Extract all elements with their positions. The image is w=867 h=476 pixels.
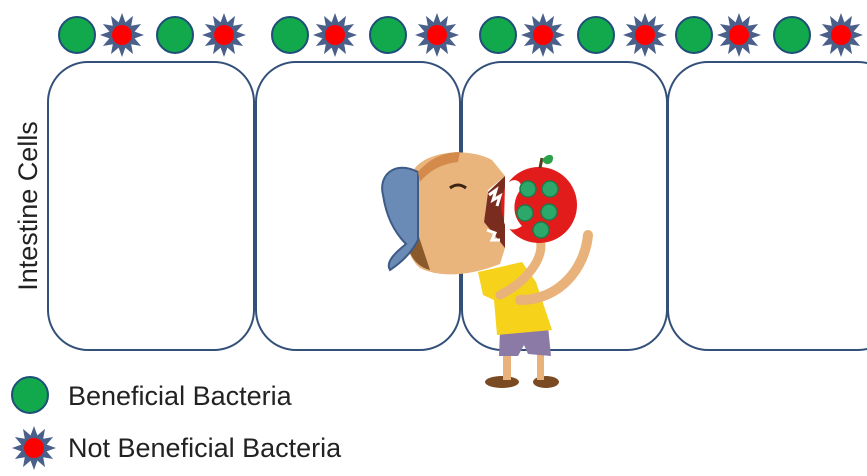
intestine-cells-label: Intestine Cells [13,121,43,291]
beneficial-bacteria-icon [370,17,406,53]
not-beneficial-bacteria-icon [415,13,459,57]
not-beneficial-bacteria-icon [623,13,667,57]
legend-not-beneficial-icon [12,426,56,470]
apple-dot [541,204,557,220]
apple-dot [542,181,558,197]
not-beneficial-bacteria-icon [12,426,56,470]
beneficial-bacteria-icon [157,17,193,53]
not-beneficial-bacteria-icon [819,13,863,57]
intestine-cell [668,62,867,350]
legend: Beneficial Bacteria Not Beneficial Bacte… [12,377,342,470]
beneficial-bacteria-icon [578,17,614,53]
bacteria-layer [59,13,863,57]
not-beneficial-bacteria-icon [521,13,565,57]
legend-beneficial-label: Beneficial Bacteria [68,381,293,411]
legend-beneficial-icon [12,377,48,413]
not-beneficial-bacteria-icon [202,13,246,57]
apple-dot [517,205,533,221]
beneficial-bacteria-icon [272,17,308,53]
not-beneficial-bacteria-icon [313,13,357,57]
apple-dot [533,222,549,238]
beneficial-bacteria-icon [12,377,48,413]
legend-not-beneficial-label: Not Beneficial Bacteria [68,433,342,463]
apple-dot [520,181,536,197]
right-shoe [533,376,559,388]
not-beneficial-bacteria-icon [100,13,144,57]
beneficial-bacteria-icon [59,17,95,53]
beneficial-bacteria-icon [676,17,712,53]
beneficial-bacteria-icon [480,17,516,53]
left-shoe [485,376,519,388]
not-beneficial-bacteria-icon [717,13,761,57]
beneficial-bacteria-icon [774,17,810,53]
intestine-cell [48,62,254,350]
